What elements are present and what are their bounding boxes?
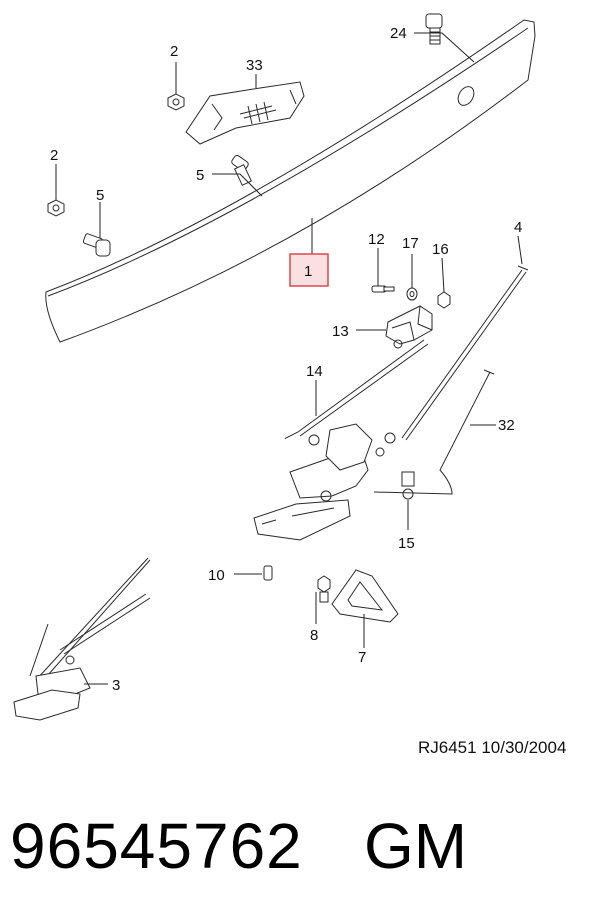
- callout-15: 15: [398, 535, 415, 552]
- callout-7: 7: [358, 649, 366, 666]
- diagram-reference-code: RJ6451 10/30/2004: [418, 738, 567, 757]
- bolt-5-upper: [231, 154, 252, 186]
- garnish-strip: [45, 19, 536, 343]
- cable-4: [401, 265, 529, 441]
- washer-17: [406, 287, 418, 301]
- bolt-10: [263, 565, 273, 581]
- callout-1: 1: [304, 263, 312, 280]
- callout-32: 32: [498, 417, 515, 434]
- callout-33: 33: [246, 57, 263, 74]
- callout-24: 24: [390, 25, 407, 42]
- spring-bracket: [185, 81, 305, 145]
- callout-5-lower: 5: [96, 187, 104, 204]
- striker-7: [331, 569, 399, 623]
- callout-10: 10: [208, 567, 225, 584]
- leader-lines: [55, 32, 523, 685]
- lock-mechanism: [253, 423, 415, 541]
- callout-14: 14: [306, 363, 323, 380]
- manufacturer: GM: [364, 810, 468, 882]
- callout-2-upper: 2: [170, 43, 178, 60]
- nut-upper: [167, 93, 185, 111]
- rod-32: [373, 369, 495, 495]
- callout-8: 8: [310, 627, 318, 644]
- highlight-box: [289, 253, 329, 287]
- callout-17: 17: [402, 235, 419, 252]
- lock-assembly-3: [13, 557, 151, 721]
- bolt-8: [317, 575, 331, 603]
- nut-16: [437, 291, 451, 309]
- footer: 96545762 GM: [0, 806, 600, 906]
- callout-5-upper: 5: [196, 167, 204, 184]
- bolt-24: [425, 13, 443, 45]
- callout-12: 12: [368, 231, 385, 248]
- callout-16: 16: [432, 241, 449, 258]
- callout-4: 4: [514, 219, 522, 236]
- part-number: 96545762: [10, 810, 303, 882]
- parts-diagram: 24 2 33 2 5 5 1 12 17 16 4 13 14 32 15 1…: [13, 13, 536, 721]
- bolt-5-lower: [82, 233, 111, 257]
- rod-14: [284, 339, 429, 439]
- screw-12: [371, 285, 395, 293]
- latch-13: [385, 305, 433, 349]
- callout-2-lower: 2: [50, 147, 58, 164]
- callout-13: 13: [332, 323, 349, 340]
- callout-3: 3: [112, 677, 120, 694]
- nut-lower: [47, 199, 65, 217]
